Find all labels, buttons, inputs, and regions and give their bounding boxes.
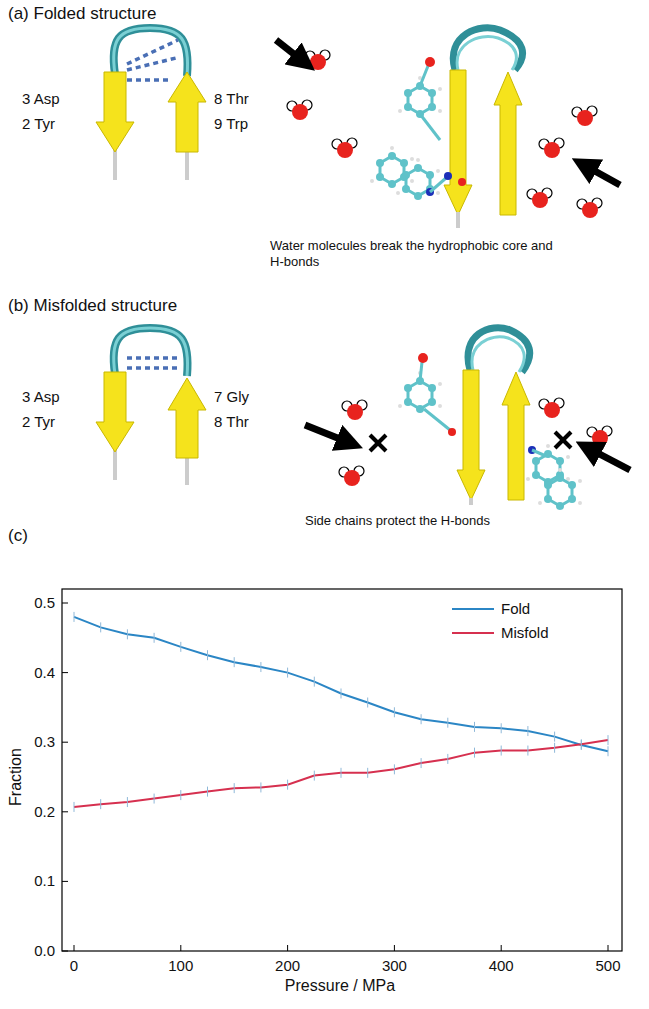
error-bar bbox=[394, 707, 395, 717]
tick-label: 200 bbox=[275, 957, 300, 975]
error-bar bbox=[421, 714, 422, 724]
error-bar bbox=[367, 768, 368, 778]
error-bar bbox=[287, 780, 288, 790]
data-line bbox=[74, 740, 608, 807]
misfolded-cartoon bbox=[96, 328, 206, 485]
caption-note: Side chains protect the H-bonds bbox=[305, 513, 490, 529]
error-bar bbox=[527, 726, 528, 736]
folded-cartoon bbox=[96, 28, 206, 180]
error-bar bbox=[474, 748, 475, 758]
tick-mark bbox=[74, 945, 75, 951]
data-line bbox=[74, 617, 608, 751]
residue-label: 8 Thr bbox=[214, 413, 249, 431]
tick-mark bbox=[62, 603, 68, 604]
tick-label: 100 bbox=[168, 957, 193, 975]
error-bar bbox=[100, 799, 101, 809]
error-bar bbox=[207, 650, 208, 660]
error-bar bbox=[608, 735, 609, 745]
error-bar bbox=[581, 740, 582, 750]
error-bar bbox=[180, 642, 181, 652]
caption-note: Water molecules break the hydrophobic co… bbox=[270, 238, 570, 269]
line-chart bbox=[62, 589, 622, 951]
error-bar bbox=[287, 668, 288, 678]
error-bar bbox=[394, 764, 395, 774]
error-bar bbox=[74, 612, 75, 622]
panel-title: (c) bbox=[8, 526, 28, 546]
error-bar bbox=[127, 797, 128, 807]
error-bar bbox=[180, 790, 181, 800]
residue-label: 7 Gly bbox=[214, 388, 249, 406]
tick-label: 0.2 bbox=[34, 803, 55, 821]
error-bar bbox=[367, 698, 368, 708]
tick-label: 500 bbox=[595, 957, 620, 975]
residue-label: 2 Tyr bbox=[22, 115, 55, 133]
tick-label: 0.0 bbox=[34, 942, 55, 960]
plot-frame bbox=[62, 589, 622, 951]
tick-mark bbox=[501, 945, 502, 951]
error-bar bbox=[421, 758, 422, 768]
tick-mark bbox=[394, 945, 395, 951]
tick-label: 0.1 bbox=[34, 872, 55, 890]
tick-mark bbox=[62, 881, 68, 882]
legend-text: Fold bbox=[501, 600, 530, 617]
legend-entry: Fold bbox=[452, 600, 530, 617]
error-bar bbox=[447, 754, 448, 764]
error-bar bbox=[234, 657, 235, 667]
error-bar bbox=[554, 732, 555, 742]
error-bar bbox=[527, 746, 528, 756]
error-bar bbox=[501, 723, 502, 733]
error-bar bbox=[314, 771, 315, 781]
tick-mark bbox=[608, 945, 609, 951]
residue-label: 9 Trp bbox=[214, 115, 248, 133]
error-bar bbox=[554, 743, 555, 753]
residue-label: 8 Thr bbox=[214, 90, 249, 108]
error-bar bbox=[154, 794, 155, 804]
tick-mark bbox=[62, 672, 68, 673]
error-bar bbox=[501, 746, 502, 756]
error-bar bbox=[74, 802, 75, 812]
error-bar bbox=[608, 746, 609, 756]
error-bar bbox=[341, 688, 342, 698]
misfolded-solvated bbox=[305, 328, 630, 510]
tick-mark bbox=[62, 951, 68, 952]
error-bar bbox=[474, 722, 475, 732]
error-bar bbox=[260, 782, 261, 792]
legend-entry: Misfold bbox=[452, 624, 549, 641]
legend-sample bbox=[452, 604, 494, 614]
tick-mark bbox=[180, 945, 181, 951]
error-bar bbox=[260, 662, 261, 672]
tick-label: 0 bbox=[70, 957, 78, 975]
error-bar bbox=[314, 677, 315, 687]
folded-solvated bbox=[276, 28, 620, 228]
tick-label: 0.5 bbox=[34, 594, 55, 612]
tick-mark bbox=[62, 811, 68, 812]
error-bar bbox=[127, 629, 128, 639]
axis-title: Fraction bbox=[6, 748, 25, 806]
error-bar bbox=[341, 768, 342, 778]
panel-title: (a) Folded structure bbox=[8, 4, 156, 24]
legend-text: Misfold bbox=[501, 624, 549, 641]
tick-label: 0.3 bbox=[34, 733, 55, 751]
residue-label: 3 Asp bbox=[22, 90, 60, 108]
tick-mark bbox=[62, 742, 68, 743]
error-bar bbox=[207, 787, 208, 797]
tick-label: 300 bbox=[382, 957, 407, 975]
tick-label: 400 bbox=[489, 957, 514, 975]
error-bar bbox=[234, 783, 235, 793]
tick-mark bbox=[287, 945, 288, 951]
error-bar bbox=[447, 718, 448, 728]
error-bar bbox=[100, 622, 101, 632]
error-bar bbox=[581, 739, 582, 749]
residue-label: 2 Tyr bbox=[22, 413, 55, 431]
residue-label: 3 Asp bbox=[22, 388, 60, 406]
panel-title: (b) Misfolded structure bbox=[8, 296, 177, 316]
axis-title: Pressure / MPa bbox=[285, 976, 395, 995]
tick-label: 0.4 bbox=[34, 664, 55, 682]
error-bar bbox=[154, 633, 155, 643]
legend-sample bbox=[452, 628, 494, 638]
